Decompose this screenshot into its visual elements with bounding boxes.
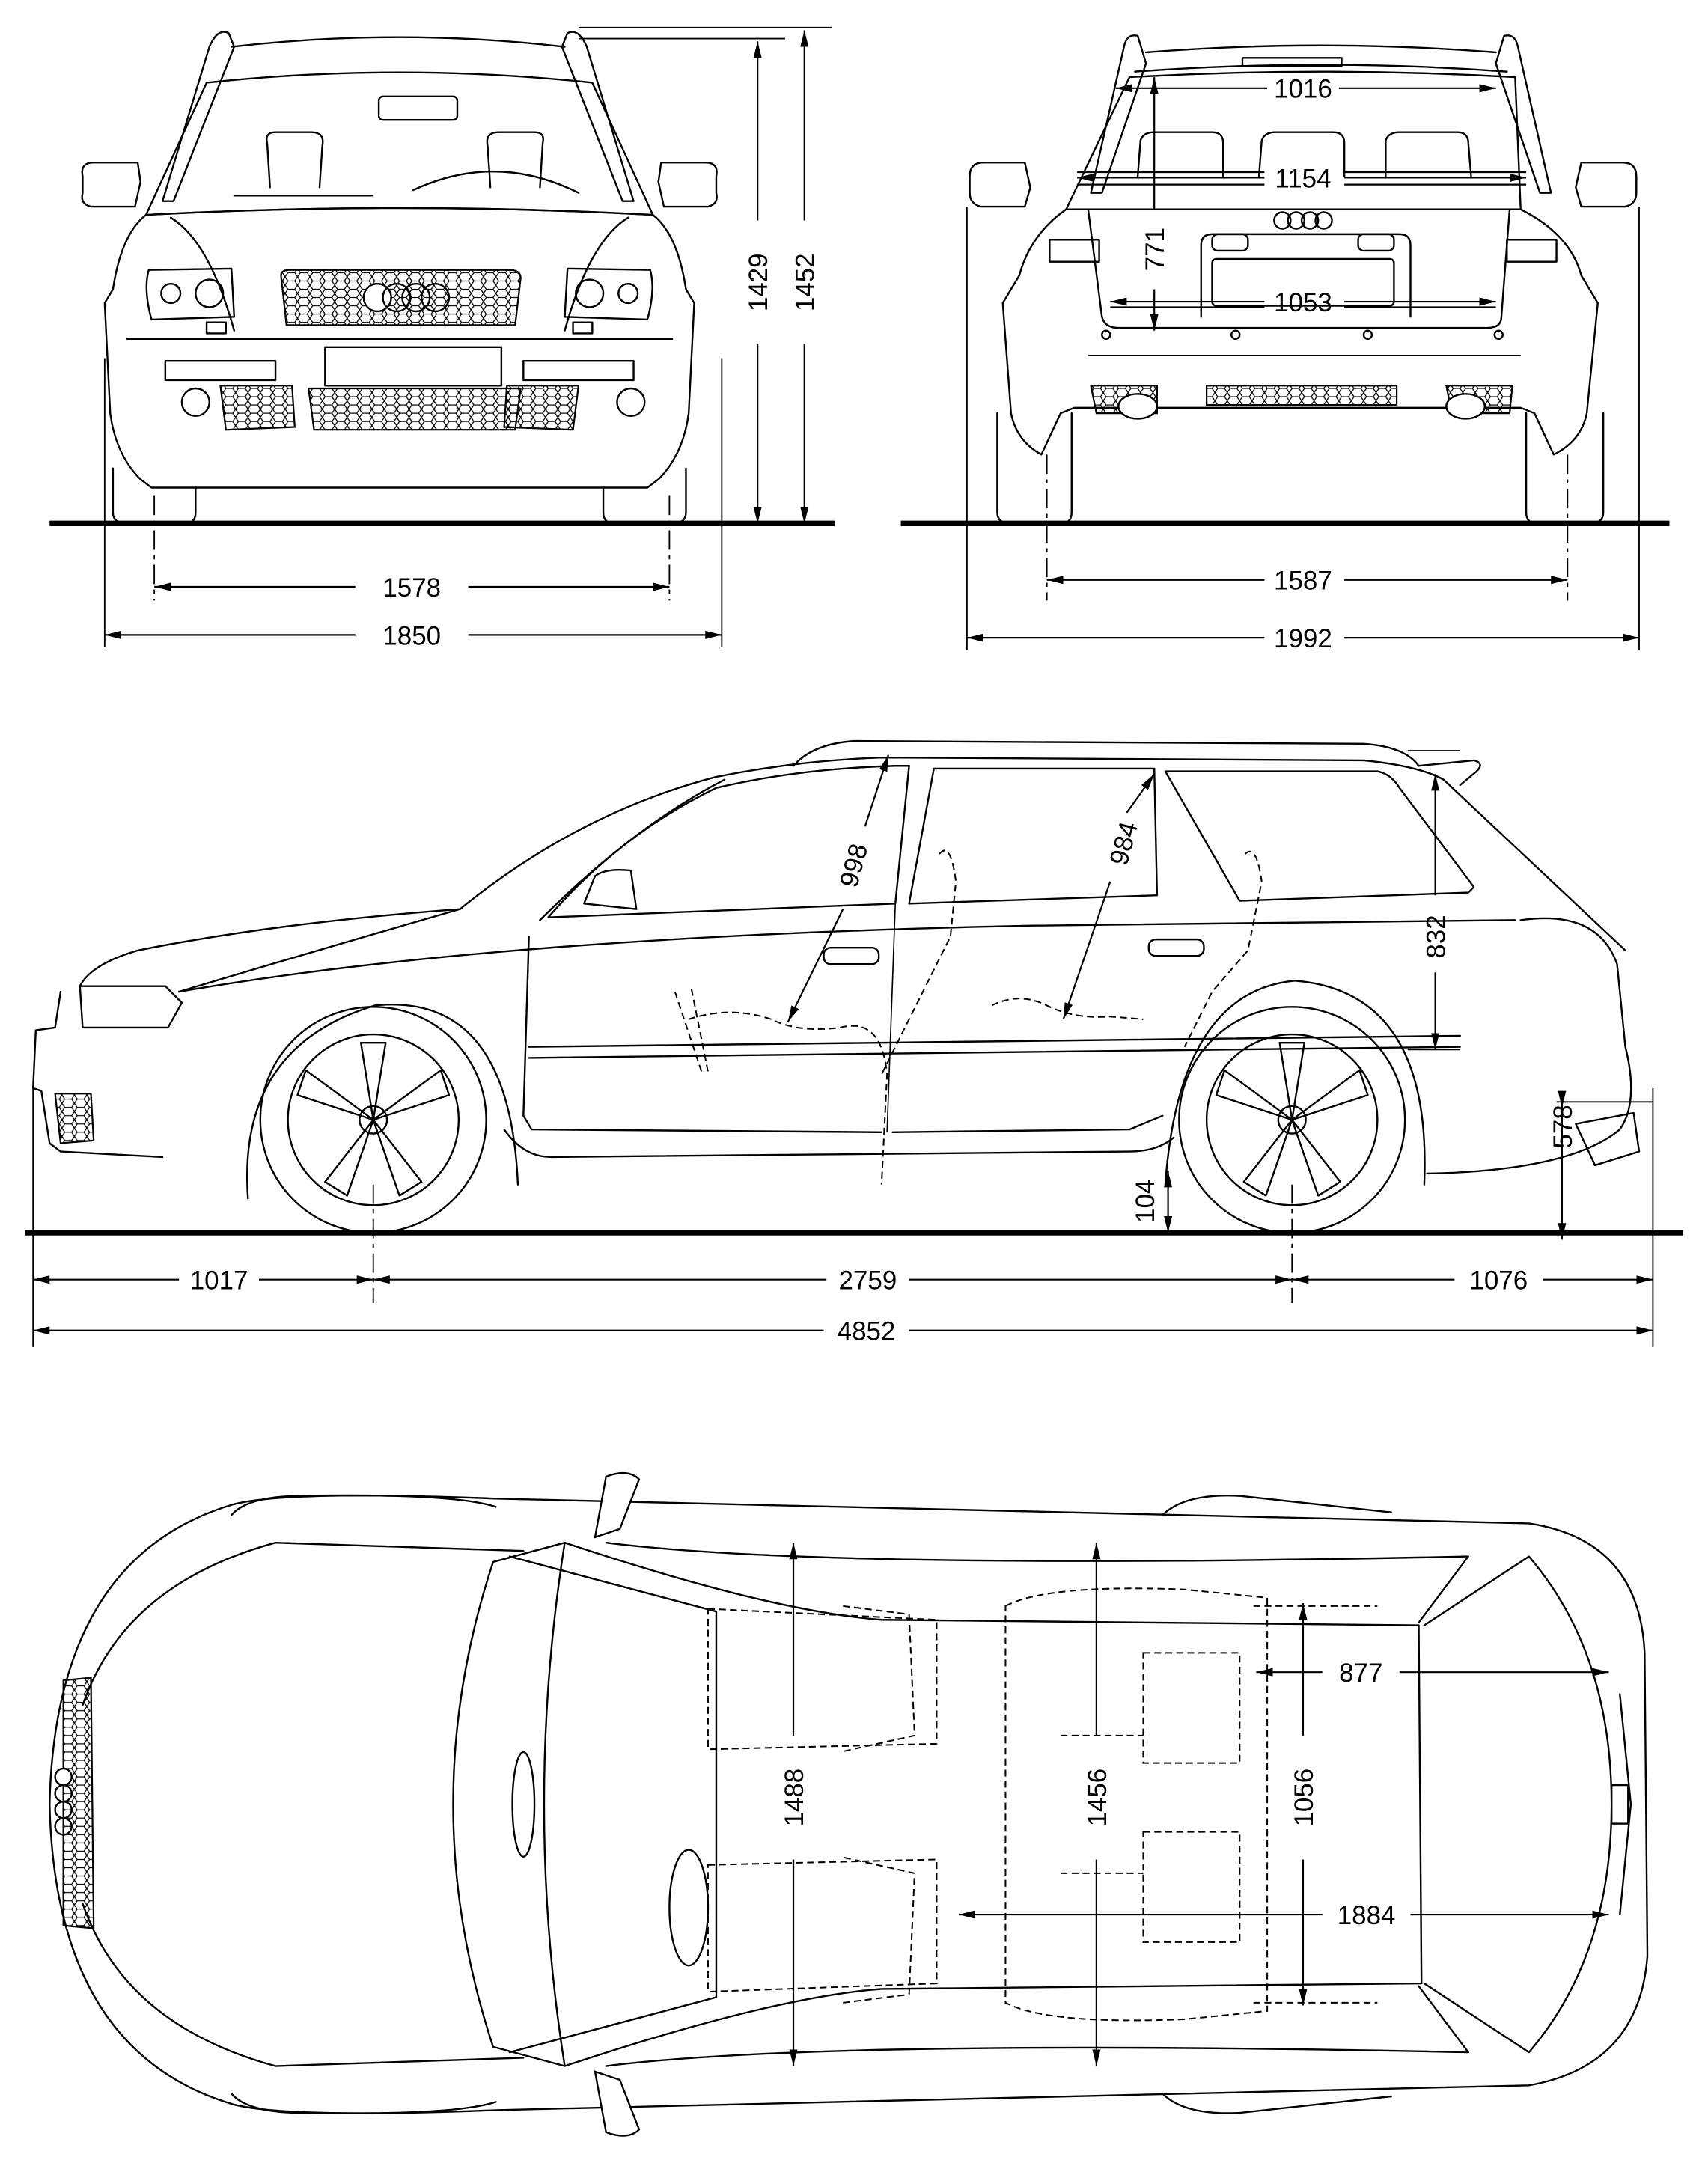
dim-rear-cargo-width-top: 1016 <box>1274 75 1332 104</box>
dim-rear-tailgate-height: 771 <box>1141 228 1170 271</box>
audi-rings-front-icon <box>362 282 451 313</box>
dim-wheelbase: 2759 <box>839 1266 897 1296</box>
top-view: 1488 1456 1056 877 1884 <box>49 1471 1649 2137</box>
rear-view: 1016 1154 1053 771 1587 1992 <box>900 34 1670 653</box>
dim-top-rear-shoulder: 1456 <box>1083 1769 1112 1827</box>
front-view: 1429 1452 1578 1850 <box>49 26 835 650</box>
dim-front-height-overall: 1452 <box>791 253 820 311</box>
dim-front-overhang: 1017 <box>190 1266 248 1296</box>
dim-cargo-height: 832 <box>1421 915 1451 958</box>
top-car-body <box>49 1471 1649 2137</box>
audi-rings-rear-top-icon <box>1610 1784 1629 1825</box>
dim-ground-clearance: 104 <box>1131 1180 1160 1223</box>
front-car-body <box>81 31 718 525</box>
side-car-body <box>31 739 1641 1234</box>
dim-rear-cargo-width-bottom: 1053 <box>1274 288 1332 317</box>
dim-top-front-shoulder: 1488 <box>780 1769 809 1827</box>
dim-front-headroom: 998 <box>835 840 874 890</box>
dim-front-width: 1850 <box>382 621 441 650</box>
audi-rings-top-icon <box>54 1767 73 1836</box>
dim-rear-overhang: 1076 <box>1469 1266 1528 1296</box>
front-wheel <box>259 1006 487 1234</box>
dim-rear-width-mirrors: 1992 <box>1274 624 1332 653</box>
dim-rear-cargo-width-mid: 1154 <box>1275 164 1331 193</box>
rear-car-body <box>969 34 1638 525</box>
dim-rear-track: 1587 <box>1274 567 1332 596</box>
dim-front-height-roof: 1429 <box>744 253 773 311</box>
dim-top-cargo-length-seats-up: 877 <box>1339 1659 1382 1688</box>
dim-load-sill-height: 578 <box>1549 1105 1578 1148</box>
dim-rear-headroom: 984 <box>1104 819 1144 868</box>
side-view: 998 984 832 578 104 1017 2759 1076 4852 <box>25 739 1683 1347</box>
dim-front-track: 1578 <box>382 573 441 602</box>
rear-wheel <box>1178 1006 1406 1234</box>
dim-overall-length: 4852 <box>838 1317 896 1346</box>
dim-top-cargo-width: 1056 <box>1290 1769 1319 1827</box>
audi-rings-rear-icon <box>1273 211 1333 230</box>
dim-top-cargo-length-seats-down: 1884 <box>1338 1901 1396 1930</box>
